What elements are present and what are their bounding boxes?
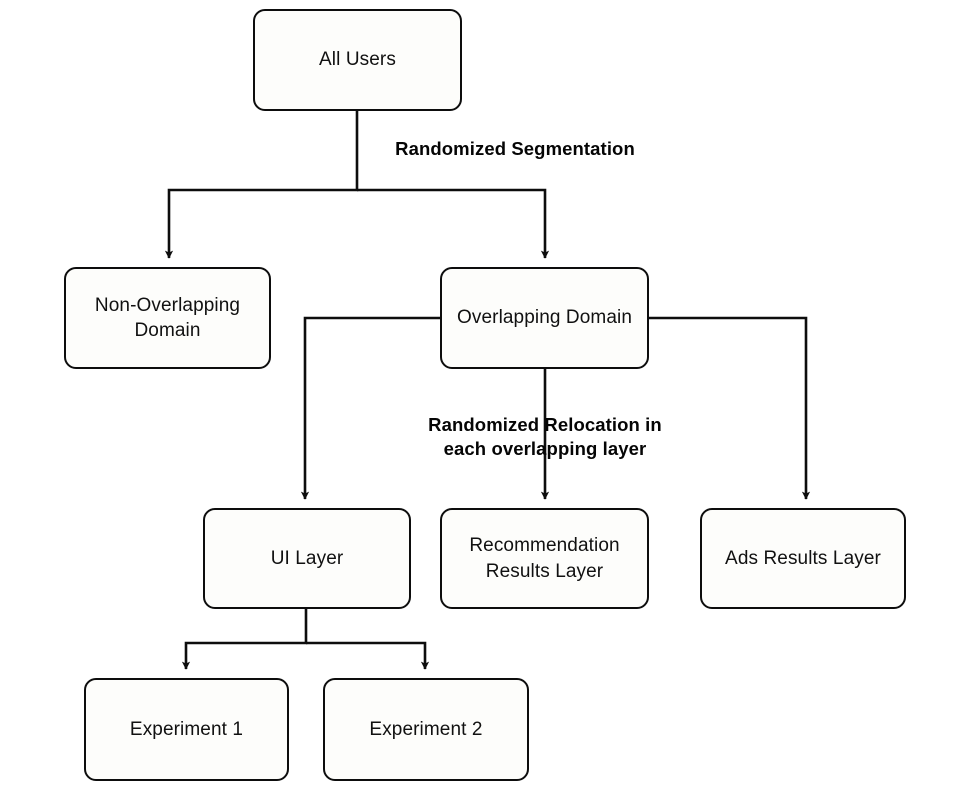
node-non-overlapping-domain[interactable]: Non-Overlapping Domain [64,267,271,369]
node-recommendation-results-layer[interactable]: Recommendation Results Layer [440,508,649,609]
edge-all-users-to-overlapping [357,188,550,259]
node-overlapping-domain[interactable]: Overlapping Domain [440,267,649,369]
node-all-users-label: All Users [319,49,396,71]
edge-overlapping-to-ads [649,316,811,500]
edge-overlapping-to-ui-layer [300,316,440,500]
edge-ui-layer-to-experiment-2 [306,641,430,670]
node-ui-layer-label: UI Layer [270,547,344,569]
node-ads-results-layer[interactable]: Ads Results Layer [700,508,906,609]
node-non-overlapping-domain-label: Non-Overlapping Domain [94,294,241,341]
node-experiment-2-label: Experiment 2 [369,718,483,740]
node-ads-results-layer-label: Ads Results Layer [725,547,881,569]
edge-label-randomized-relocation: Randomized Relocation in each overlappin… [428,414,662,459]
node-all-users[interactable]: All Users [253,9,462,111]
edge-ui-layer-to-experiment-1 [181,609,308,670]
node-experiment-1-label: Experiment 1 [129,718,244,740]
node-experiment-2[interactable]: Experiment 2 [323,678,529,781]
node-recommendation-results-layer-label: Recommendation Results Layer [469,535,620,582]
edge-all-users-to-non-overlapping [164,111,359,259]
node-overlapping-domain-label: Overlapping Domain [457,307,632,329]
node-ui-layer[interactable]: UI Layer [203,508,411,609]
edge-label-randomized-segmentation: Randomized Segmentation [395,138,635,159]
node-experiment-1[interactable]: Experiment 1 [84,678,289,781]
